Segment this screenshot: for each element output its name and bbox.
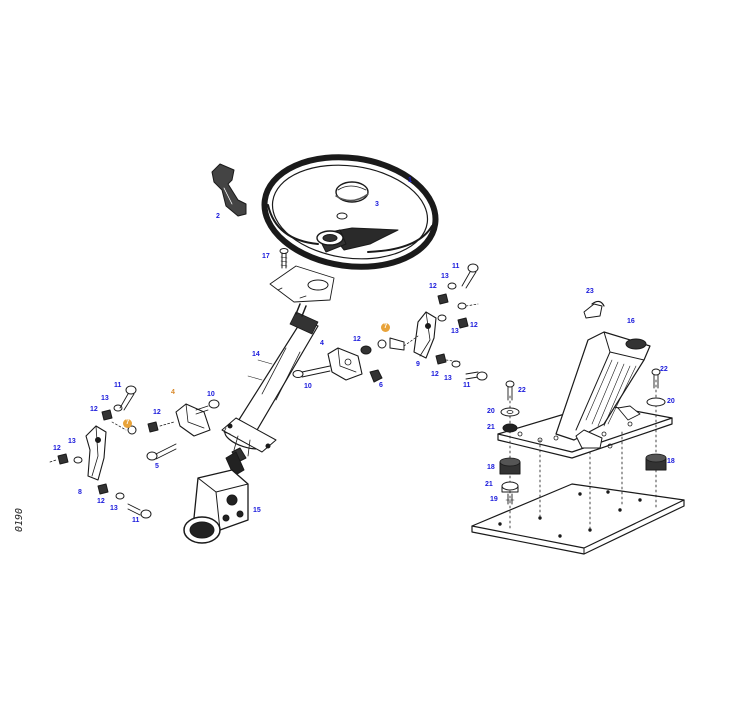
callout-13-top-right: 13	[441, 273, 449, 280]
callout-10-left: 10	[207, 391, 215, 398]
right-stack-hardware	[645, 368, 667, 471]
callout-16: 16	[627, 318, 635, 325]
right-top-hardware	[437, 263, 479, 329]
right-bottom-hardware	[435, 353, 488, 381]
console-housing	[555, 331, 651, 449]
callout-3: 3	[375, 201, 379, 208]
callout-7-center: 7	[381, 323, 390, 332]
nut-6	[369, 369, 383, 383]
left-top-hardware	[49, 385, 137, 465]
callout-13-right-bottom: 13	[444, 375, 452, 382]
bracket-5	[127, 399, 220, 461]
washer-nut-12-center	[360, 337, 405, 355]
callout-6: 6	[379, 382, 383, 389]
callout-20-right: 20	[667, 398, 675, 405]
callout-17: 17	[262, 253, 270, 260]
drawing-code: 0190	[14, 507, 25, 532]
callout-12-right: 12	[470, 322, 478, 329]
bolt-10-center	[292, 365, 331, 378]
callout-20-left: 20	[487, 408, 495, 415]
column-top-flange	[269, 265, 335, 303]
callout-13-left-bottom: 13	[110, 505, 118, 512]
callout-12-left: 12	[53, 445, 61, 452]
wheel-hub	[316, 212, 348, 246]
spinner-knob	[211, 163, 247, 217]
clip-23	[583, 300, 605, 319]
callout-5: 5	[155, 463, 159, 470]
callout-11-left-top: 11	[114, 382, 122, 389]
callout-1: 1	[408, 177, 412, 184]
callout-12-center: 12	[353, 336, 361, 343]
callout-2: 2	[216, 213, 220, 220]
callout-12-right-bottom: 12	[431, 371, 439, 378]
callout-8: 8	[78, 489, 82, 496]
callout-23: 23	[586, 288, 594, 295]
steering-column	[221, 303, 319, 457]
callout-18-right: 18	[667, 458, 675, 465]
extension-lines	[111, 303, 479, 431]
callout-13-left: 13	[68, 438, 76, 445]
callout-19: 19	[490, 496, 498, 503]
base-plate	[471, 483, 685, 555]
bracket-9	[413, 311, 437, 359]
callout-10-center: 10	[304, 383, 312, 390]
callout-12-left-bottom: 12	[97, 498, 105, 505]
callout-21-bottom: 21	[485, 481, 493, 488]
callout-21-top: 21	[487, 424, 495, 431]
callout-14: 14	[252, 351, 260, 358]
callout-15: 15	[253, 507, 261, 514]
callout-18-left: 18	[487, 464, 495, 471]
left-stack-hardware	[499, 380, 521, 505]
callout-22-right: 22	[660, 366, 668, 373]
callout-4: 4	[320, 340, 324, 347]
callout-9: 9	[416, 361, 420, 368]
steering-valve	[183, 447, 249, 544]
callout-7-left: 7	[123, 419, 132, 428]
horn-button	[335, 181, 369, 203]
callout-11-right-bottom: 11	[463, 382, 471, 389]
callout-22-left: 22	[518, 387, 526, 394]
callout-11-top-right: 11	[452, 263, 460, 270]
screw-17	[279, 248, 289, 269]
callout-12-left-top: 12	[90, 406, 98, 413]
callout-12-left-mid: 12	[153, 409, 161, 416]
callout-13-right: 13	[451, 328, 459, 335]
callout-11-left-bottom: 11	[132, 517, 140, 524]
callout-12-top-right: 12	[429, 283, 437, 290]
callout-4-left: 4	[171, 389, 175, 396]
callout-13-left-top: 13	[101, 395, 109, 402]
left-bottom-hardware	[97, 483, 152, 519]
bracket-4	[327, 347, 363, 381]
bracket-8	[85, 425, 107, 481]
